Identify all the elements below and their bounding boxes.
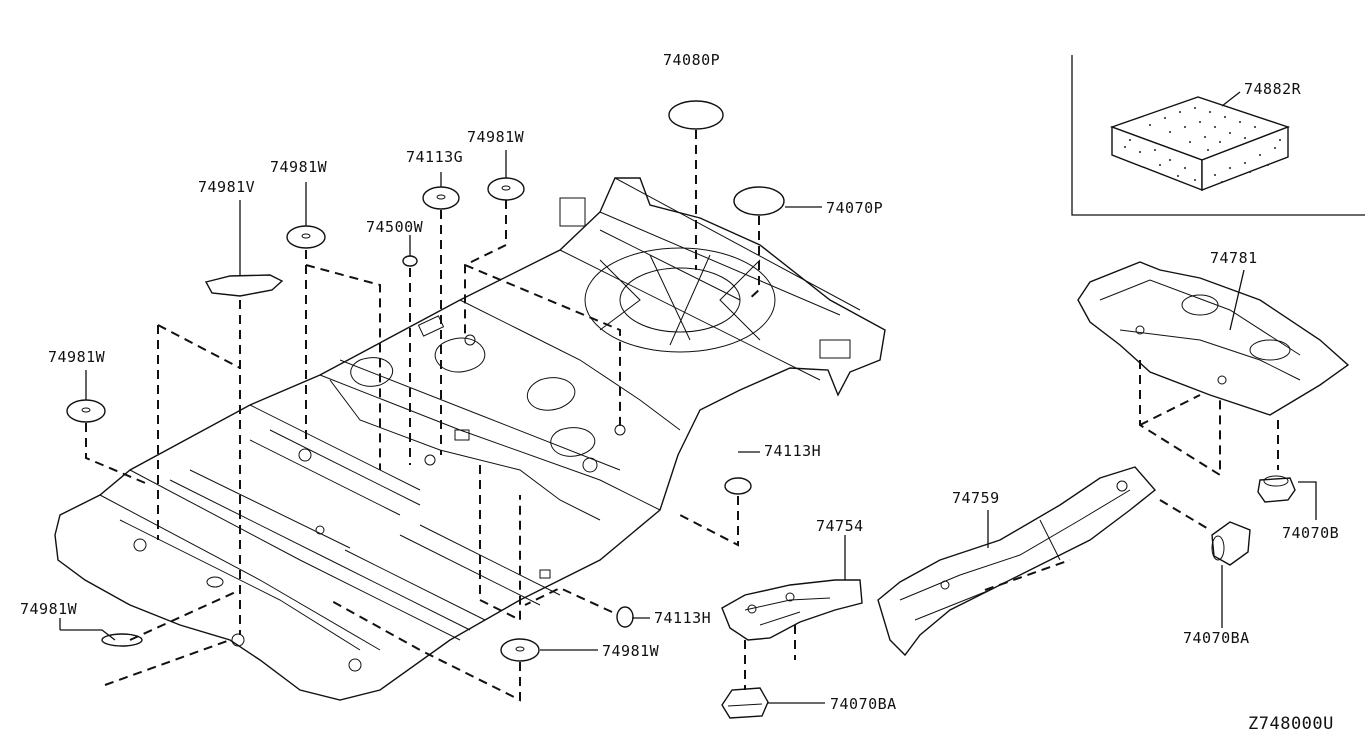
floor-panel: [54, 177, 886, 701]
clip-74070BA-bottom: [721, 687, 769, 719]
label-74981V: 74981V: [198, 178, 255, 196]
label-74981W-bottom: 74981W: [602, 642, 660, 660]
heat-insulator-74759: [877, 466, 1157, 657]
diagram-code: Z748000U: [1248, 714, 1334, 734]
grommet-74981W-mid: [286, 225, 326, 249]
label-74981W-mid: 74981W: [270, 158, 328, 176]
plug-74500W: [402, 255, 418, 267]
grommet-74981W-top: [487, 177, 525, 201]
label-74080P: 74080P: [663, 51, 720, 69]
grommet-74981W-left: [66, 399, 106, 423]
inset-box: [1071, 55, 1365, 216]
plug-74070P: [733, 186, 785, 216]
grommet-74981W-bottom: [500, 638, 540, 662]
plug-74113H-right: [724, 477, 752, 495]
label-74754: 74754: [816, 517, 864, 535]
clip-74070B: [1257, 475, 1296, 503]
label-74882R: 74882R: [1244, 80, 1302, 98]
label-74070BA-bottom: 74070BA: [830, 695, 897, 713]
label-74070B: 74070B: [1282, 524, 1339, 542]
plug-74080P: [668, 100, 724, 130]
leader-lines: [59, 150, 1317, 704]
rear-floor-panel-74781: [1077, 261, 1350, 416]
label-74500W: 74500W: [366, 218, 424, 236]
insulator-pad-74882R: [1109, 91, 1291, 192]
label-74070P: 74070P: [826, 199, 883, 217]
label-74981W-bottomleft: 74981W: [20, 600, 78, 618]
clip-74070BA-right: [1211, 521, 1251, 566]
cover-74981V: [204, 274, 284, 297]
label-74981W-left: 74981W: [48, 348, 106, 366]
label-74113H-bottom: 74113H: [654, 609, 711, 627]
grommet-74113G: [422, 186, 460, 210]
label-74113G: 74113G: [406, 148, 463, 166]
label-74781: 74781: [1210, 249, 1258, 267]
label-74981W-top: 74981W: [467, 128, 525, 146]
label-74113H-right: 74113H: [764, 442, 821, 460]
label-74759: 74759: [952, 489, 1000, 507]
label-74070BA-right: 74070BA: [1183, 629, 1250, 647]
cover-74981W-bottomleft: [101, 633, 143, 647]
assembly-lines: [85, 130, 1279, 702]
bracket-74754: [721, 579, 863, 641]
plug-74113H-bottom: [616, 606, 634, 628]
